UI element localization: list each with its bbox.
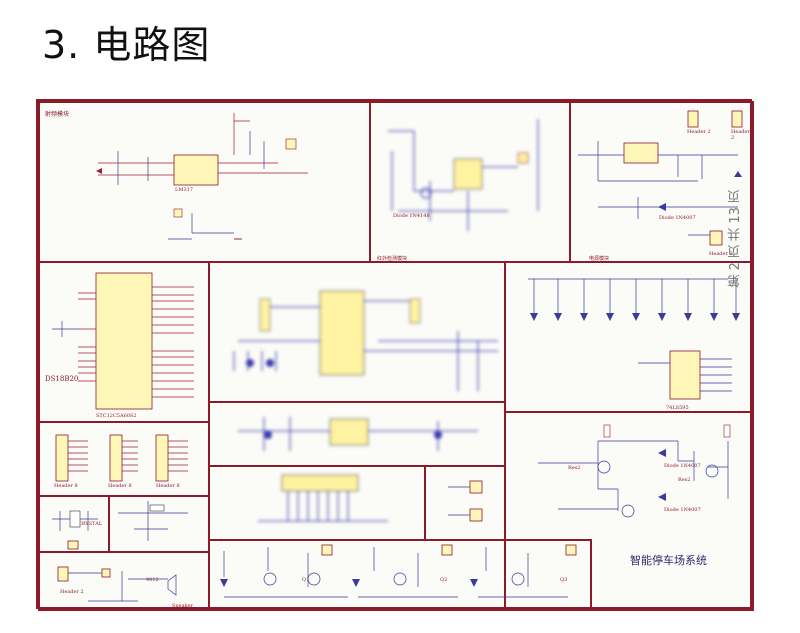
power-diode-label: Diode 1N4007 [659, 215, 696, 221]
reset-circuit [118, 501, 188, 541]
led-array [528, 278, 740, 400]
led-ds9 [732, 279, 740, 321]
buzzer-transistor: 9012 [146, 577, 159, 583]
schematic-drawing [52, 110, 743, 602]
keypad-circuit [238, 417, 478, 451]
speaker-label: Speaker [172, 603, 193, 609]
rf-regulator [96, 113, 308, 240]
ir-module-label: 红外检测模块 [377, 256, 408, 262]
power-label: 电源模块 [589, 256, 610, 262]
header-strips [55, 434, 188, 482]
buzzer-circuit [57, 566, 177, 602]
driver-diode-2: Diode 1N4007 [664, 507, 701, 513]
lcd-circuit [258, 474, 388, 522]
buzzer-header: Header 2 [60, 589, 84, 595]
schematic-sheet: 射频模块 LM317 红外检测模块 Diode 1N4148 电源模块 Diod… [36, 99, 754, 611]
led-ds6 [658, 279, 666, 321]
led-ds5 [632, 279, 640, 321]
led-ds7 [684, 279, 692, 321]
mcu-label: DS18B20 [45, 375, 79, 383]
panel-bottom: Q1 Q2 Q3 [208, 539, 592, 611]
ir-diode-label: Diode 1N4148 [393, 213, 430, 219]
driver-res-2: Res2 [678, 477, 691, 483]
rf-module-label: 射频模块 [45, 111, 70, 118]
system-title: 智能停车场系统 [630, 554, 707, 567]
driver-res-1: Res2 [568, 465, 581, 471]
display-circuit [233, 290, 498, 391]
power-circuit [578, 110, 743, 246]
crystal-label: CRYSTAL [78, 521, 103, 527]
led-ds3 [580, 279, 588, 321]
led-ds1 [530, 279, 538, 321]
led-ds2 [554, 279, 562, 321]
led-ds4 [606, 279, 614, 321]
header-c: Header 8 [156, 483, 180, 489]
connector-circuit [448, 480, 483, 522]
ir-circuit [388, 119, 539, 231]
bottom-q2: Q2 [440, 577, 448, 583]
led-ds8 [710, 279, 718, 321]
bottom-q3: Q3 [560, 577, 568, 583]
header-a: Header 8 [54, 483, 78, 489]
power-header-3: Header 2 [709, 251, 733, 257]
mcu-chip [52, 272, 194, 410]
power-header-1: Header 2 [687, 129, 711, 135]
regulator-part: LM317 [175, 187, 193, 193]
power-header-2: Header 2 [731, 129, 750, 141]
driver-diode-1: Diode 1N4007 [664, 463, 701, 469]
led-driver-part: 74LS595 [666, 405, 689, 411]
bottom-row-circuit [220, 544, 577, 598]
page-counter: 第 2 页 共 13 页 [728, 190, 743, 288]
crystal-circuit [52, 510, 98, 550]
page-heading: 3. 电路图 [42, 23, 211, 67]
mcu-part: STC12C5A60S2 [96, 413, 137, 419]
bottom-q1: Q1 [302, 577, 310, 583]
header-b: Header 8 [108, 483, 132, 489]
driver-circuit [538, 424, 731, 518]
